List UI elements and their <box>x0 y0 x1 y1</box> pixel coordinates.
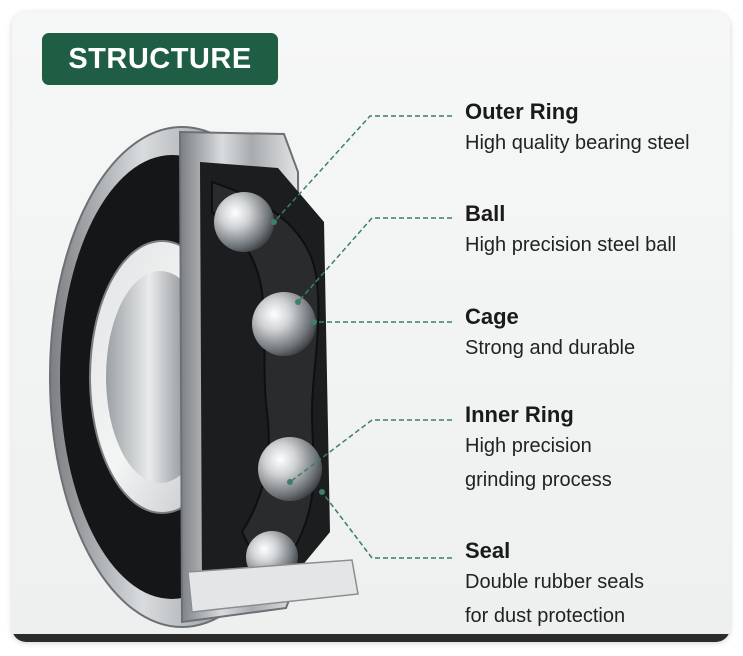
part-desc: Strong and durable <box>465 337 636 359</box>
structure-card: STRUCTURE <box>12 12 730 642</box>
ball-shape <box>252 292 316 356</box>
part-title: Inner Ring <box>465 402 574 427</box>
ball-shape <box>258 437 322 501</box>
bottom-bar <box>12 634 730 642</box>
leader-line-inner-ring <box>289 419 452 483</box>
label-ball: Ball High precision steel ball <box>465 200 676 262</box>
label-inner-ring: Inner Ring High precision grinding proce… <box>465 401 612 497</box>
leader-dot <box>287 479 293 485</box>
part-desc: grinding process <box>465 469 612 491</box>
structure-badge-text: STRUCTURE <box>68 42 252 75</box>
part-desc: Double rubber seals <box>465 571 644 593</box>
part-desc: High quality bearing steel <box>465 132 690 154</box>
leader-line-seal <box>321 491 452 559</box>
structure-badge: STRUCTURE <box>42 33 278 85</box>
part-desc: High precision steel ball <box>465 234 677 256</box>
ball-shape <box>214 192 274 252</box>
leader-line-ball <box>297 217 452 303</box>
label-outer-ring: Outer Ring High quality bearing steel <box>465 98 690 160</box>
part-title: Seal <box>465 538 511 563</box>
part-title: Outer Ring <box>465 99 579 124</box>
leader-dot <box>311 319 317 325</box>
leader-dot <box>295 299 301 305</box>
leader-dots <box>271 219 325 495</box>
label-cage: Cage Strong and durable <box>465 303 635 365</box>
part-desc: for dust protection <box>465 605 626 627</box>
part-title: Ball <box>465 201 506 226</box>
label-seal: Seal Double rubber seals for dust protec… <box>465 537 644 633</box>
part-title: Cage <box>465 304 519 329</box>
leader-lines <box>273 115 452 559</box>
leader-dot <box>271 219 277 225</box>
outer-ring-lip-shape <box>187 559 359 613</box>
bearing-illustration <box>49 115 452 628</box>
leader-line-outer-ring <box>273 115 452 223</box>
part-desc: High precision <box>465 435 592 457</box>
leader-dot <box>319 489 325 495</box>
